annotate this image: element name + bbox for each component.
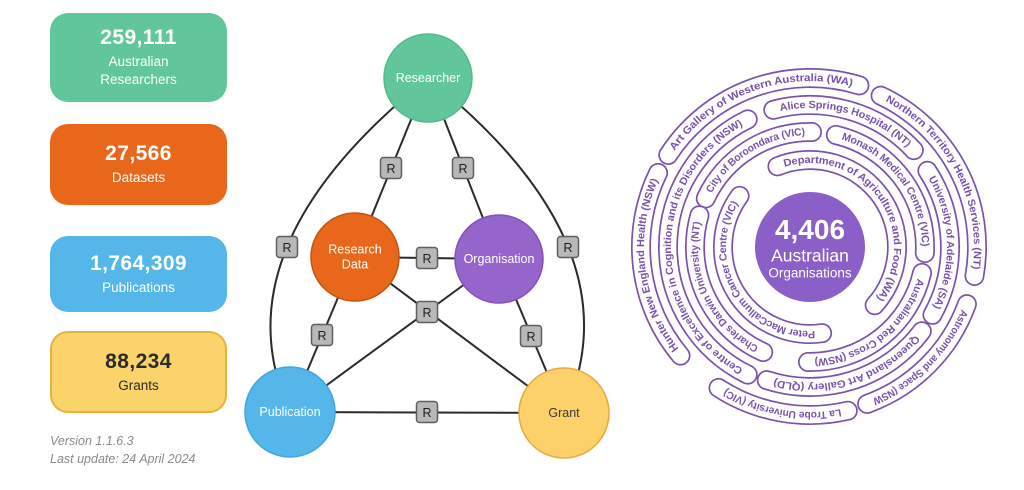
org-pill-fill bbox=[710, 379, 857, 424]
relation-box-label: R bbox=[422, 306, 431, 320]
stat-label: Datasets bbox=[111, 170, 166, 186]
org-pill-fill bbox=[872, 87, 986, 285]
version-info: Version 1.1.6.3 Last update: 24 April 20… bbox=[50, 432, 195, 468]
org-pill-fill bbox=[827, 126, 934, 262]
org-pill-fill bbox=[764, 96, 923, 159]
org-pill-fill bbox=[769, 151, 906, 314]
org-pill-fill bbox=[659, 69, 868, 164]
relation-box-label: R bbox=[422, 406, 431, 420]
org-pill-fill bbox=[632, 164, 689, 364]
org-pill-fill bbox=[919, 162, 959, 324]
stat-value: 88,234 bbox=[105, 349, 172, 373]
relation-box bbox=[275, 235, 299, 259]
stat-value: 27,566 bbox=[105, 142, 172, 166]
organisations-line1: Australian bbox=[771, 246, 849, 266]
relation-box bbox=[556, 235, 580, 259]
relation-box-label: R bbox=[317, 329, 326, 343]
relation-box bbox=[415, 400, 439, 424]
relation-box bbox=[451, 156, 475, 180]
stat-label: Australian bbox=[108, 54, 169, 70]
relation-box-label: R bbox=[526, 330, 535, 344]
relation-box bbox=[415, 300, 439, 324]
relation-box bbox=[310, 323, 334, 347]
relation-box bbox=[519, 324, 543, 348]
node-publication bbox=[244, 366, 336, 458]
stat-label: Grants bbox=[118, 377, 159, 393]
org-pill-fill bbox=[858, 295, 976, 413]
node-label-grant: Grant bbox=[548, 406, 580, 420]
relation-box-label: R bbox=[386, 162, 395, 176]
version-label: Version 1.1.6.3 bbox=[50, 434, 134, 448]
organisations-line2: Organisations bbox=[768, 266, 852, 281]
org-pill-fill bbox=[659, 111, 757, 383]
stat-value: 259,111 bbox=[100, 26, 177, 50]
node-label-researcher: Researcher bbox=[396, 71, 461, 85]
node-label-publication: Publication bbox=[259, 405, 320, 419]
node-organisation bbox=[454, 214, 544, 304]
node-research-data bbox=[310, 212, 400, 302]
organisations-count: 4,406 bbox=[775, 214, 845, 245]
stat-label: Researchers bbox=[100, 72, 177, 87]
node-researcher bbox=[383, 33, 473, 123]
org-pill-fill bbox=[686, 207, 772, 361]
relation-box-label: R bbox=[458, 162, 467, 176]
relation-box-label: R bbox=[563, 241, 572, 255]
stat-label: Publications bbox=[102, 279, 175, 295]
org-pill-fill bbox=[758, 322, 931, 396]
relation-box-label: R bbox=[282, 241, 291, 255]
node-grant bbox=[518, 367, 610, 459]
org-pill-fill bbox=[697, 123, 821, 207]
relation-box bbox=[379, 156, 403, 180]
org-pill-fill bbox=[799, 264, 931, 371]
node-label-organisation: Organisation bbox=[464, 252, 535, 266]
relation-box-label: R bbox=[422, 252, 431, 266]
org-pill-fill bbox=[714, 187, 831, 343]
last-update-label: Last update: 24 April 2024 bbox=[50, 452, 196, 467]
organisations-total-circle bbox=[755, 192, 865, 302]
stat-value: 1,764,309 bbox=[89, 251, 188, 275]
relation-box bbox=[415, 246, 439, 270]
organisations-wheel: Department of Agriculture and Food (WA)P… bbox=[631, 68, 987, 425]
